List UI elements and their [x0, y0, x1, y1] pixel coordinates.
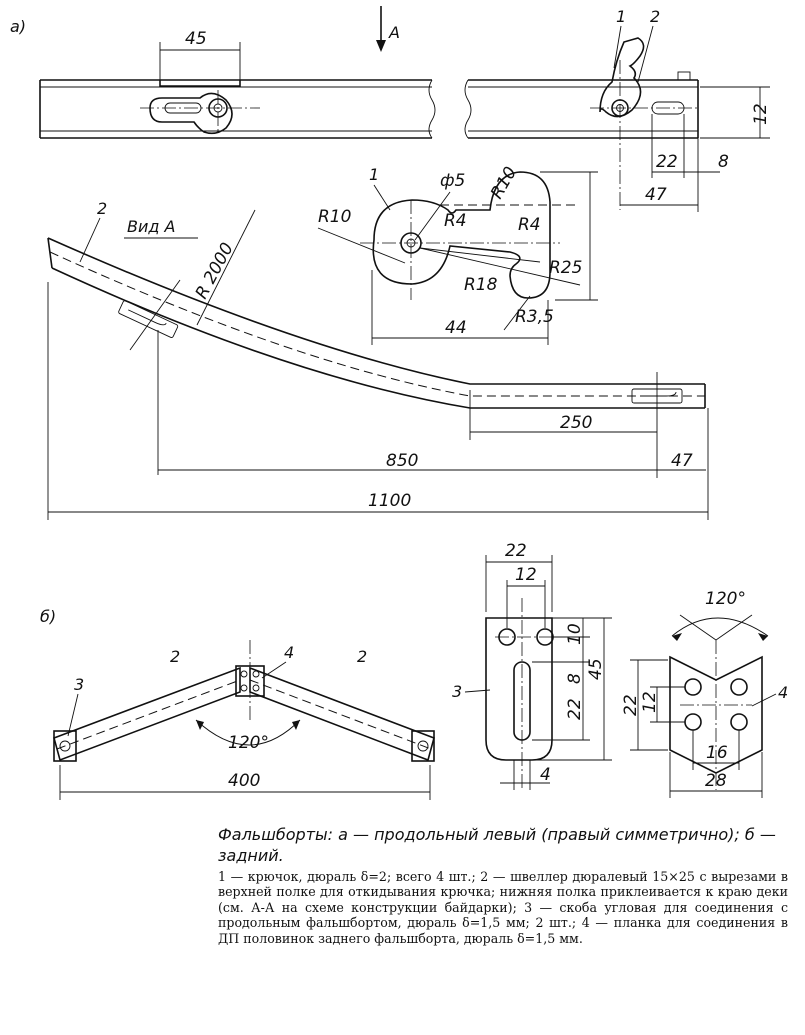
- dim-120-plate: 120°: [705, 589, 746, 609]
- part-label-1-detail: 1: [369, 165, 379, 184]
- dim-r10-left: R10: [318, 207, 351, 227]
- caption-title: Фальшборты: а — продольный левый (правый…: [218, 825, 776, 865]
- rear-assembly: [53, 640, 435, 762]
- part-label-2-curve: 2: [97, 199, 107, 218]
- dim-16-plate: 16: [706, 743, 728, 763]
- dim-22-bracket-side: 22: [565, 698, 585, 720]
- dim-r25: R25: [549, 258, 582, 278]
- dim-phi5: ф5: [440, 171, 465, 191]
- dim-8-a: 8: [718, 152, 729, 172]
- dim-120-assembly: 120°: [228, 733, 269, 753]
- part-label-2-left: 2: [170, 647, 180, 666]
- dim-45: 45: [185, 29, 207, 49]
- part-label-1-top: 1: [616, 7, 626, 26]
- part-label-2-top: 2: [650, 7, 660, 26]
- dim-r35: R3,5: [515, 307, 554, 327]
- caption-body: 1 — крючок, дюраль δ=2; всего 4 шт.; 2 —…: [218, 869, 788, 946]
- dim-12-a: 12: [751, 103, 771, 125]
- dim-8-bracket: 8: [565, 673, 585, 684]
- dim-400: 400: [228, 771, 260, 791]
- part-label-3-assembly: 3: [74, 675, 84, 694]
- part-label-3-bracket: 3: [452, 682, 462, 701]
- dim-4-bracket: 4: [540, 765, 551, 785]
- dim-22-a: 22: [656, 152, 678, 172]
- channel-right-top-view: [464, 37, 700, 210]
- dim-r2000: R 2000: [192, 240, 238, 303]
- part-label-4-assembly: 4: [284, 643, 294, 662]
- joint-plate: [669, 640, 763, 790]
- dim-r4-a: R4: [444, 211, 467, 231]
- dim-28-plate: 28: [705, 771, 727, 791]
- dim-1100: 1100: [368, 491, 411, 511]
- dim-45-bracket: 45: [586, 658, 606, 680]
- dim-12-bracket-top: 12: [515, 565, 537, 585]
- part-label-2-right: 2: [357, 647, 367, 666]
- corner-bracket: [485, 598, 560, 790]
- hook-detail: [360, 171, 580, 300]
- panel-label-b: б): [40, 607, 56, 626]
- view-arrow-label: A: [388, 23, 400, 42]
- dim-47-bottom: 47: [671, 451, 693, 471]
- dim-22-plate: 22: [621, 694, 641, 716]
- channel-left-top-view: [39, 79, 436, 139]
- figure-caption: Фальшборты: а — продольный левый (правый…: [218, 824, 788, 946]
- part-label-4-plate: 4: [778, 683, 788, 702]
- dim-44: 44: [445, 318, 467, 338]
- panel-label-a: а): [10, 17, 26, 36]
- dim-850: 850: [386, 451, 418, 471]
- dim-r18: R18: [464, 275, 498, 295]
- curved-channel: [47, 237, 706, 409]
- dim-10-bracket: 10: [565, 623, 585, 645]
- dim-r4-b: R4: [518, 215, 541, 235]
- view-title: Вид А: [127, 217, 175, 236]
- dim-12-plate: 12: [640, 691, 660, 713]
- dim-47-top: 47: [645, 185, 667, 205]
- dim-22-bracket-top: 22: [505, 541, 527, 561]
- dim-250: 250: [560, 413, 592, 433]
